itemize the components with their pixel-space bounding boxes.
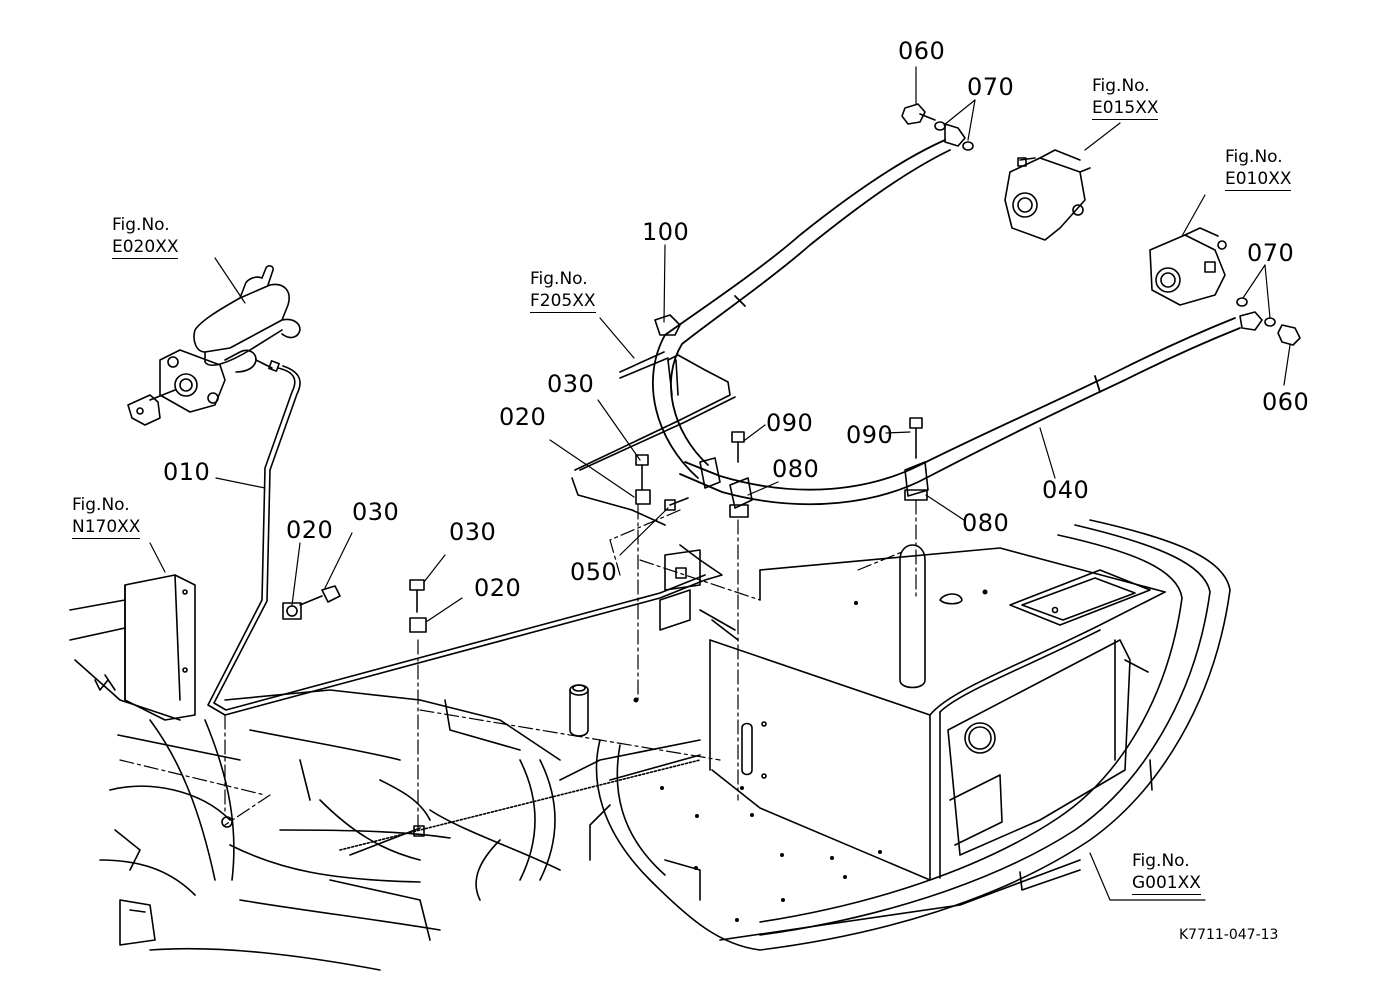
diagram-code: K7711-047-13	[1179, 927, 1279, 943]
part-label-060: 060	[1262, 388, 1310, 416]
fittings-hardware	[221, 103, 1301, 837]
part-label-020: 020	[286, 516, 334, 544]
callout-leaders	[149, 66, 1291, 901]
figure-ref-n170-code: N170XX	[72, 517, 141, 539]
fitting-e010	[1149, 227, 1227, 306]
floor-outline	[595, 519, 1231, 951]
hidden-lines	[119, 499, 917, 831]
part-label-100: 100	[642, 218, 690, 246]
part-label-050: 050	[570, 558, 618, 586]
figure-ref-n170-caption: Fig.No.	[72, 495, 130, 515]
figure-ref-e015-caption: Fig.No.	[1092, 76, 1150, 96]
hose-100	[652, 139, 951, 479]
figure-ref-e010-caption: Fig.No.	[1225, 147, 1283, 167]
figure-ref-e010: Fig.No. E010XX	[1225, 147, 1292, 191]
figure-ref-e015-code: E015XX	[1092, 98, 1159, 120]
part-label-090: 090	[846, 421, 894, 449]
figure-ref-f205-code: F205XX	[530, 291, 596, 313]
figure-ref-e015: Fig.No. E015XX	[1092, 76, 1159, 120]
figure-ref-n170: Fig.No. N170XX	[72, 495, 141, 539]
part-label-070: 070	[1247, 239, 1295, 267]
master-cylinder	[127, 265, 301, 426]
figure-ref-g001-caption: Fig.No.	[1132, 851, 1190, 871]
part-label-030: 030	[352, 498, 400, 526]
pipe-020-loop	[571, 354, 736, 526]
part-label-020: 020	[499, 403, 547, 431]
figure-ref-g001-code: G001XX	[1132, 873, 1201, 895]
figure-ref-g001: Fig.No. G001XX	[1132, 853, 1201, 895]
part-label-030: 030	[449, 518, 497, 546]
figure-ref-e020: Fig.No. E020XX	[112, 215, 179, 259]
part-label-080: 080	[962, 509, 1010, 537]
part-label-080: 080	[772, 455, 820, 483]
figure-ref-e010-code: E010XX	[1225, 169, 1292, 191]
part-label-070: 070	[967, 73, 1015, 101]
part-label-040: 040	[1042, 476, 1090, 504]
center-tunnel-box	[709, 544, 1166, 881]
figure-ref-e020-code: E020XX	[112, 237, 179, 259]
part-label-090: 090	[766, 409, 814, 437]
pipe-010	[207, 365, 723, 716]
figure-ref-f205: Fig.No. F205XX	[530, 271, 596, 313]
fitting-e015	[1004, 149, 1091, 241]
part-label-030: 030	[547, 370, 595, 398]
part-label-060: 060	[898, 37, 946, 65]
left-structure	[69, 574, 701, 971]
figure-ref-e020-caption: Fig.No.	[112, 215, 170, 235]
hose-040	[679, 317, 1241, 506]
pipe-f205	[619, 351, 669, 379]
figure-ref-f205-caption: Fig.No.	[530, 269, 588, 289]
part-label-020: 020	[474, 574, 522, 602]
part-label-010: 010	[163, 458, 211, 486]
